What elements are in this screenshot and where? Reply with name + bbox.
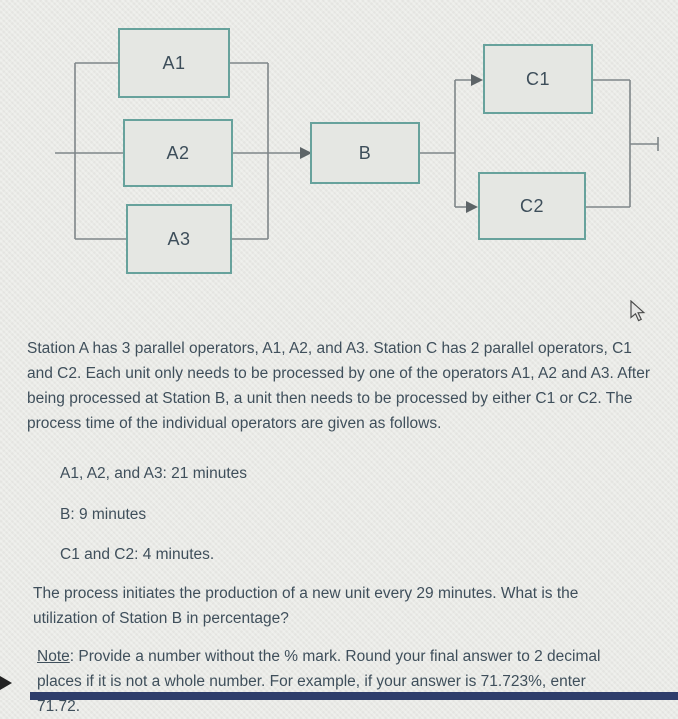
node-B: B bbox=[310, 122, 420, 184]
process-time-B: B: 9 minutes bbox=[60, 505, 147, 523]
node-C1: C1 bbox=[483, 44, 593, 114]
node-C2-label: C2 bbox=[519, 195, 544, 216]
process-flow-diagram: A1 A2 A3 B C1 C2 bbox=[0, 0, 678, 300]
node-A2-label: A2 bbox=[166, 142, 190, 163]
node-A3: A3 bbox=[126, 204, 232, 274]
node-A1-label: A1 bbox=[162, 52, 186, 73]
node-C1-label: C1 bbox=[525, 68, 550, 89]
bottom-bar bbox=[30, 692, 678, 700]
note-paragraph: Note: Provide a number without the % mar… bbox=[37, 644, 625, 719]
question-intro-paragraph: Station A has 3 parallel operators, A1, … bbox=[27, 339, 651, 432]
node-B-label: B bbox=[358, 142, 372, 163]
mouse-cursor-icon bbox=[630, 300, 646, 322]
node-A1: A1 bbox=[118, 28, 230, 98]
note-label: Note bbox=[37, 647, 70, 665]
process-time-A: A1, A2, and A3: 21 minutes bbox=[60, 464, 247, 482]
corner-arrow-icon bbox=[0, 676, 12, 690]
question-prompt: The process initiates the production of … bbox=[33, 584, 579, 627]
node-A2: A2 bbox=[123, 119, 233, 187]
process-time-C: C1 and C2: 4 minutes. bbox=[60, 545, 215, 563]
node-A3-label: A3 bbox=[167, 228, 191, 249]
connector-lines bbox=[55, 62, 659, 240]
note-text: : Provide a number without the % mark. R… bbox=[37, 647, 601, 715]
node-C2: C2 bbox=[478, 172, 586, 240]
